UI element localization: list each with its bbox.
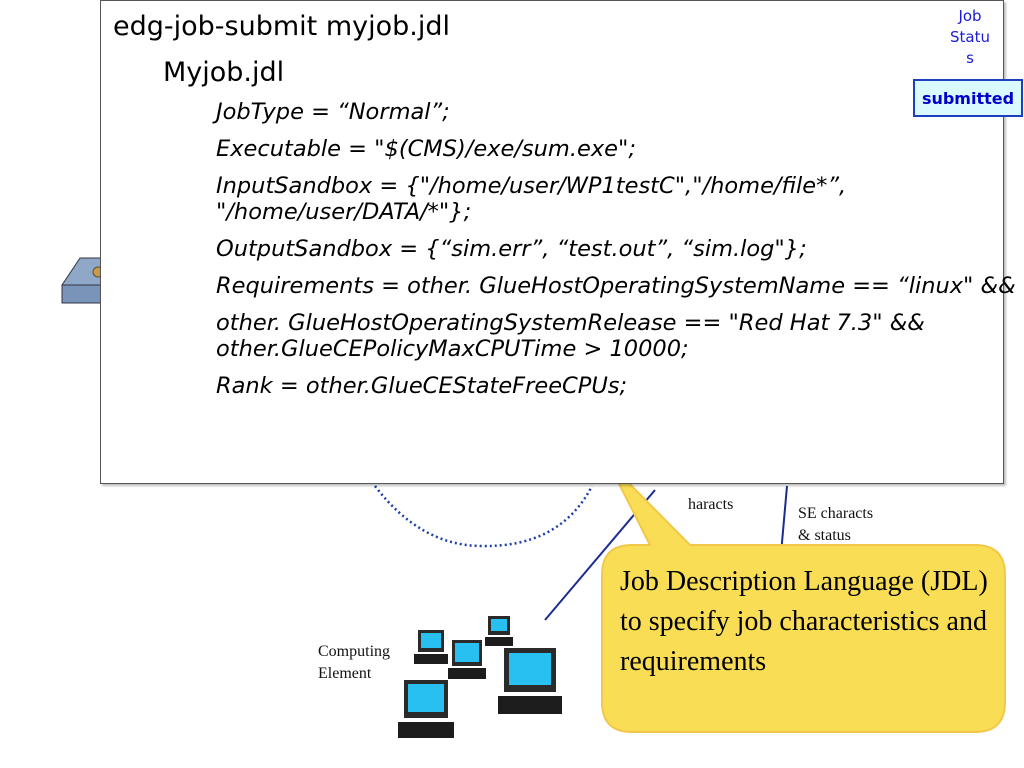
dotted-ellipse — [374, 485, 594, 548]
jdl-line-executable: Executable = "$(CMS)/exe/sum.exe"; — [216, 136, 636, 162]
job-status-title-line: Job — [958, 7, 982, 25]
callout-balloon — [601, 461, 1006, 733]
job-status-title-line: s — [966, 49, 974, 67]
computer-icon-5 — [398, 680, 454, 738]
computer-icon-3 — [448, 640, 486, 679]
computer-icon-1 — [414, 630, 448, 664]
jdl-code-box: edg-job-submit myjob.jdl Myjob.jdl JobTy… — [100, 0, 1016, 484]
jdl-line-outputsandbox: OutputSandbox = {“sim.err”, “test.out”, … — [216, 236, 807, 262]
submit-command: edg-job-submit myjob.jdl — [113, 11, 450, 42]
jdl-line-inputsandbox: InputSandbox = {"/home/user/WP1testC","/… — [216, 173, 847, 225]
jdl-line-rank: Rank = other.GlueCEStateFreeCPUs; — [216, 373, 628, 399]
ce-characts-label: haracts — [688, 496, 734, 513]
computing-element-label: Computing Element — [318, 643, 391, 682]
jdl-line-requirements-cont: other. GlueHostOperatingSystemRelease ==… — [216, 310, 925, 362]
job-status-badge: submitted — [913, 79, 1023, 117]
jdl-line-requirements: Requirements = other. GlueHostOperatingS… — [216, 273, 1016, 299]
computer-icon-2 — [485, 616, 513, 646]
jdl-line-jobtype: JobType = “Normal”; — [216, 99, 450, 125]
job-status-title: Job Statu s — [940, 6, 1000, 69]
user-interface-box-front — [61, 284, 103, 304]
computer-icon-4 — [498, 648, 562, 714]
callout-text: Job Description Language (JDL) to specif… — [620, 566, 988, 677]
se-characts-label: SE characts & status — [798, 505, 874, 544]
job-status-title-line: Statu — [950, 28, 990, 46]
jdl-lines: JobType = “Normal”; Executable = "$(CMS)… — [216, 99, 1016, 410]
jdl-filename: Myjob.jdl — [163, 57, 285, 88]
